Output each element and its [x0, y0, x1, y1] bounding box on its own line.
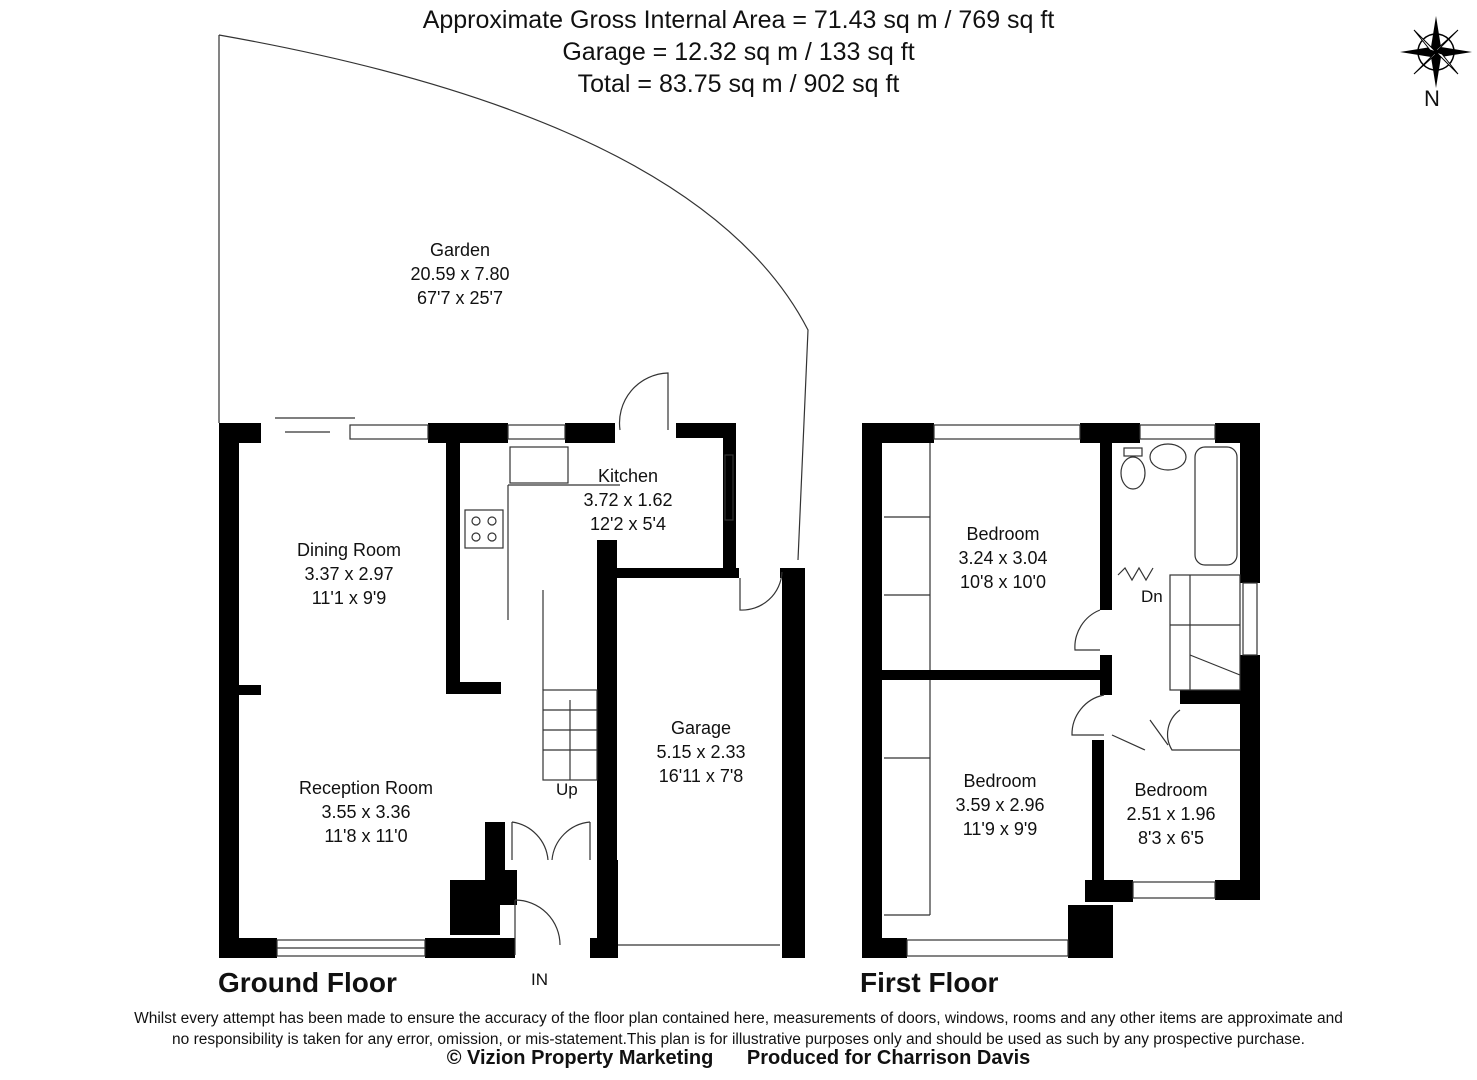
room-name: Garden: [429, 240, 491, 260]
room-name: Bedroom: [1134, 780, 1208, 800]
room-metric: 3.37 x 2.97: [304, 564, 394, 584]
entrance-marker: IN: [531, 970, 548, 989]
room-imperial: 8'3 x 6'5: [1138, 828, 1204, 848]
room-imperial: 11'8 x 11'0: [324, 826, 408, 846]
copyright-text: © Vizion Property Marketing: [446, 1047, 714, 1069]
room-label-garden: Garden 20.59 x 7.80 67'7 x 25'7: [410, 238, 509, 310]
room-imperial: 12'2 x 5'4: [590, 514, 666, 534]
room-metric: 20.59 x 7.80: [410, 264, 510, 284]
room-name: Kitchen: [597, 466, 659, 486]
first-floor-walls: [862, 423, 1260, 958]
room-imperial: 11'1 x 9'9: [311, 588, 387, 608]
room-metric: 3.72 x 1.62: [583, 490, 673, 510]
room-name: Garage: [670, 718, 732, 738]
room-label-bedroom-3: Bedroom 2.51 x 1.96 8'3 x 6'5: [1126, 778, 1215, 850]
room-metric: 5.15 x 2.33: [656, 742, 746, 762]
room-name: Dining Room: [296, 540, 402, 560]
room-label-dining-room: Dining Room 3.37 x 2.97 11'1 x 9'9: [297, 538, 401, 610]
total-area: Total = 83.75 sq m / 902 sq ft: [577, 70, 900, 98]
room-metric: 3.59 x 2.96: [955, 795, 1045, 815]
disclaimer-line-2: no responsibility is taken for any error…: [172, 1031, 1305, 1048]
room-label-garage: Garage 5.15 x 2.33 16'11 x 7'8: [656, 716, 745, 788]
credits: © Vizion Property Marketing Produced for…: [0, 1047, 1477, 1070]
ground-floor-walls: [219, 423, 805, 958]
room-metric: 3.24 x 3.04: [958, 548, 1048, 568]
compass-icon: [1400, 16, 1472, 88]
produced-for-text: Produced for Charrison Davis: [746, 1047, 1031, 1069]
room-label-kitchen: Kitchen 3.72 x 1.62 12'2 x 5'4: [583, 464, 672, 536]
room-label-bedroom-2: Bedroom 3.59 x 2.96 11'9 x 9'9: [955, 769, 1044, 841]
garage-area: Garage = 12.32 sq m / 133 sq ft: [562, 38, 915, 66]
room-label-reception-room: Reception Room 3.55 x 3.36 11'8 x 11'0: [299, 776, 433, 848]
first-floor-fittings: [884, 424, 1258, 957]
disclaimer: Whilst every attempt has been made to en…: [0, 1008, 1477, 1050]
ground-floor-fittings: [275, 372, 783, 957]
room-imperial: 67'7 x 25'7: [417, 288, 503, 308]
ground-floor-title: Ground Floor: [218, 967, 397, 998]
room-imperial: 16'11 x 7'8: [658, 766, 744, 786]
room-name: Reception Room: [298, 778, 434, 798]
area-summary: Approximate Gross Internal Area = 71.43 …: [0, 4, 1477, 100]
room-imperial: 10'8 x 10'0: [960, 572, 1046, 592]
room-metric: 3.55 x 3.36: [321, 802, 411, 822]
compass-north-label: N: [1424, 86, 1440, 111]
room-name: Bedroom: [966, 524, 1040, 544]
room-imperial: 11'9 x 9'9: [962, 819, 1038, 839]
stairs-down-marker: Dn: [1141, 587, 1163, 606]
room-metric: 2.51 x 1.96: [1126, 804, 1216, 824]
first-floor-title: First Floor: [860, 967, 999, 998]
room-label-bedroom-1: Bedroom 3.24 x 3.04 10'8 x 10'0: [958, 522, 1047, 594]
gross-internal-area: Approximate Gross Internal Area = 71.43 …: [422, 6, 1055, 34]
room-name: Bedroom: [963, 771, 1037, 791]
garden-outline: [218, 34, 809, 561]
disclaimer-line-1: Whilst every attempt has been made to en…: [134, 1010, 1343, 1027]
stairs-up-marker: Up: [556, 780, 578, 799]
